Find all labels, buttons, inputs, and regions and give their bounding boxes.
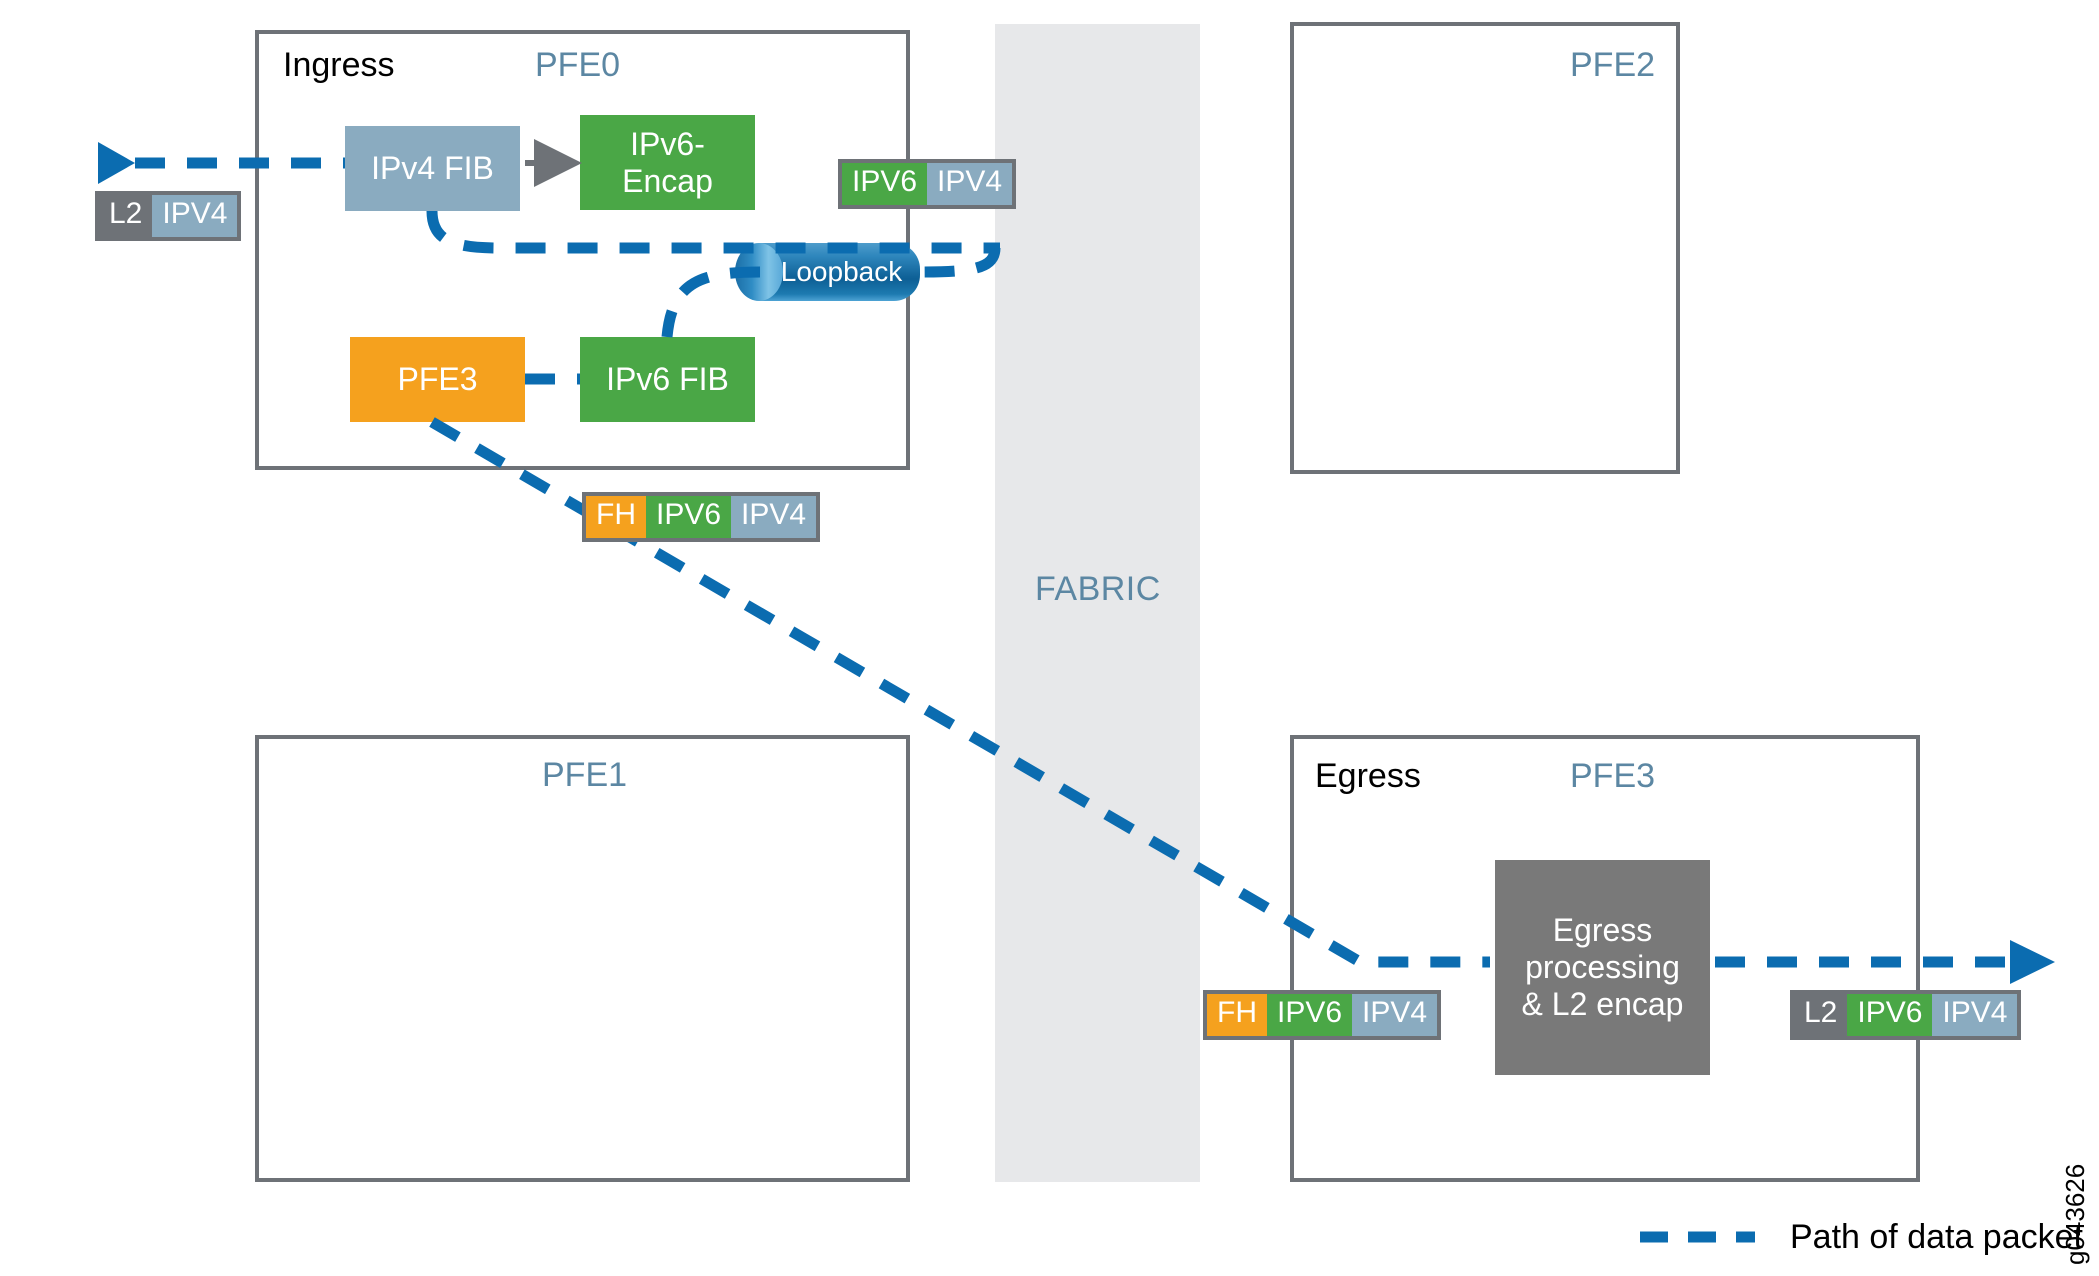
- packet-seg-ipv4: IPV4: [152, 195, 238, 237]
- egress-proc-line1: Egress: [1552, 912, 1653, 949]
- panel-pfe1: [255, 735, 910, 1182]
- node-ipv6-encap-line2: Encap: [622, 162, 713, 199]
- node-pfe3-ref[interactable]: PFE3: [350, 337, 525, 422]
- packet-seg-ipv6: IPV6: [1267, 994, 1353, 1036]
- packet-seg-fh: FH: [586, 496, 646, 538]
- packet-after-encap: IPV6 IPV4: [838, 159, 1017, 209]
- packet-seg-l2: L2: [1794, 994, 1848, 1036]
- packet-seg-ipv4: IPV4: [731, 496, 817, 538]
- panel-pfe0-title: PFE0: [535, 46, 621, 84]
- node-ipv6-fib[interactable]: IPv6 FIB: [580, 337, 755, 422]
- panel-pfe2-title: PFE2: [1570, 46, 1656, 84]
- egress-arrowhead: [2010, 940, 2055, 984]
- packet-seg-ipv6: IPV6: [842, 163, 928, 205]
- packet-seg-ipv4: IPV4: [1352, 994, 1438, 1036]
- packet-seg-ipv4: IPV4: [927, 163, 1013, 205]
- packet-ingress: L2 IPV4: [95, 191, 242, 241]
- fabric-label: FABRIC: [1035, 570, 1161, 608]
- panel-pfe3-title: PFE3: [1570, 757, 1656, 795]
- packet-fabric-bound: FH IPV6 IPV4: [582, 492, 821, 542]
- packet-seg-ipv4: IPV4: [1932, 994, 2018, 1036]
- panel-pfe1-title: PFE1: [542, 756, 628, 794]
- panel-pfe3-role: Egress: [1315, 757, 1421, 795]
- path-into-loopback-right: [919, 247, 1001, 278]
- packet-seg-ipv6: IPV6: [646, 496, 732, 538]
- node-ipv6-encap-line1: IPv6-: [630, 125, 705, 162]
- legend-label: Path of data packet: [1790, 1218, 2083, 1256]
- watermark: g043626: [2060, 1163, 2090, 1265]
- egress-proc-line3: & L2 encap: [1521, 985, 1684, 1022]
- packet-egress-out: L2 IPV6 IPV4: [1790, 990, 2022, 1040]
- loopback-label: Loopback: [780, 256, 903, 287]
- panel-pfe0-role: Ingress: [283, 46, 395, 84]
- node-ipv6-encap[interactable]: IPv6- Encap: [580, 115, 755, 210]
- node-egress-processing[interactable]: Egress processing & L2 encap: [1495, 860, 1710, 1075]
- packet-egress-in: FH IPV6 IPV4: [1203, 990, 1442, 1040]
- packet-seg-ipv6: IPV6: [1847, 994, 1933, 1036]
- panel-pfe2: [1290, 22, 1680, 474]
- packet-seg-fh: FH: [1207, 994, 1267, 1036]
- packet-seg-l2: L2: [99, 195, 153, 237]
- egress-proc-line2: processing: [1525, 949, 1680, 986]
- ingress-arrowhead: [98, 142, 135, 184]
- node-loopback[interactable]: Loopback: [735, 243, 920, 301]
- node-ipv4-fib[interactable]: IPv4 FIB: [345, 126, 520, 211]
